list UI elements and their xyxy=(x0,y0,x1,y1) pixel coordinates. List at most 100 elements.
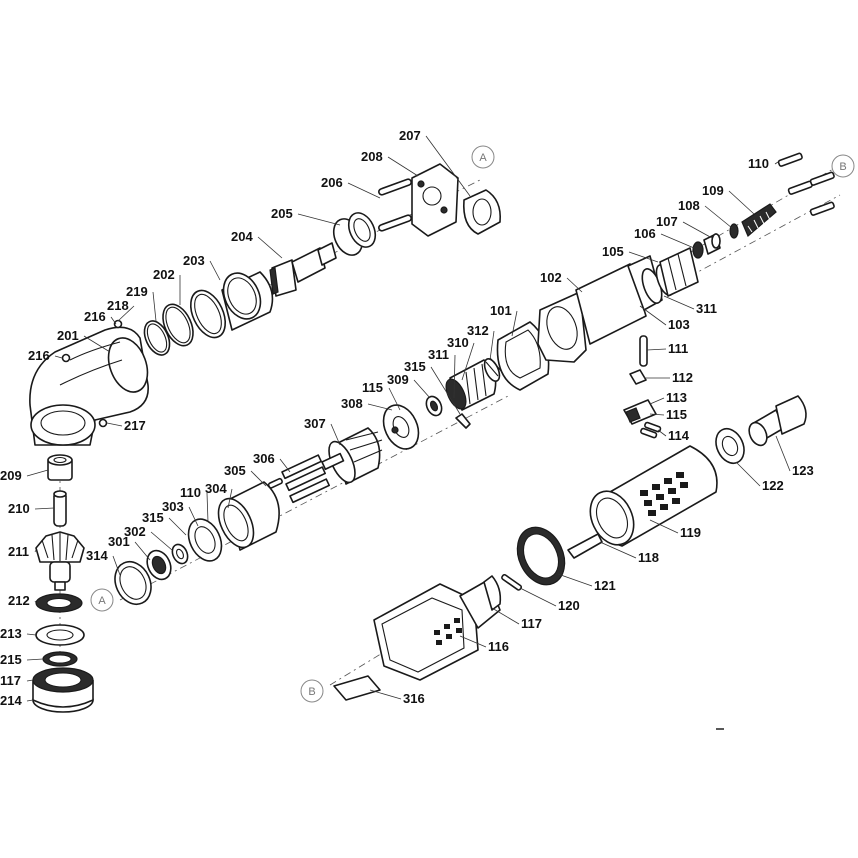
callout-102-40: 102 xyxy=(540,270,583,293)
callout-leader-108 xyxy=(704,205,733,229)
part-116-front-housing xyxy=(373,579,501,681)
callout-label-316: 316 xyxy=(403,691,425,706)
part-121-ring-gear xyxy=(516,526,566,586)
callout-label-111: 111 xyxy=(668,341,688,356)
callout-leader-315 xyxy=(168,517,187,536)
callout-leader-117 xyxy=(26,679,34,682)
part-115-pin xyxy=(640,427,658,439)
callout-label-120: 120 xyxy=(558,598,580,613)
callout-212-11: 212 xyxy=(8,593,37,608)
callout-314-33: 314 xyxy=(86,548,121,576)
callout-208-7: 208 xyxy=(361,149,419,177)
callout-leader-304 xyxy=(227,488,233,509)
part-212-washer xyxy=(35,593,83,613)
callout-label-218: 218 xyxy=(107,298,129,313)
callout-leader-209 xyxy=(26,469,49,477)
callout-leader-206 xyxy=(347,182,381,199)
callout-302-22: 302 xyxy=(124,524,173,551)
callout-leader-114 xyxy=(657,429,667,437)
callout-leader-308 xyxy=(367,403,393,411)
callout-label-215: 215 xyxy=(0,652,22,667)
callout-308-28: 308 xyxy=(341,396,393,411)
callout-label-207: 207 xyxy=(399,128,421,143)
ref-marker-b-bottom: B xyxy=(300,679,324,703)
callout-leader-314 xyxy=(112,555,121,576)
part-203-sleeve xyxy=(189,289,227,339)
callout-206-5: 206 xyxy=(321,175,381,199)
callout-217-18: 217 xyxy=(106,418,146,433)
callout-label-309: 309 xyxy=(387,372,409,387)
callout-leader-201 xyxy=(83,335,111,353)
part-213-washer xyxy=(35,624,85,646)
callout-label-102: 102 xyxy=(540,270,562,285)
callout-label-110: 110 xyxy=(748,156,769,171)
callout-label-208: 208 xyxy=(361,149,383,164)
callout-leader-219 xyxy=(152,291,157,322)
callout-111-49: 111 xyxy=(646,341,688,356)
callout-label-116: 116 xyxy=(488,639,509,654)
part-105-pin xyxy=(659,247,699,297)
callout-label-212: 212 xyxy=(8,593,30,608)
part-210-spindle-pin xyxy=(53,490,67,527)
callout-leader-103 xyxy=(639,305,667,326)
callout-label-107: 107 xyxy=(656,214,678,229)
part-111-pin xyxy=(639,335,648,367)
callout-leader-307 xyxy=(330,423,341,446)
callout-303-23: 303 xyxy=(162,499,199,527)
callout-label-311: 311 xyxy=(428,347,449,362)
part-123-air-inlet xyxy=(748,395,807,447)
svg-text:A: A xyxy=(479,152,487,164)
callout-leader-315 xyxy=(430,366,461,415)
callout-316-38: 316 xyxy=(369,689,425,706)
part-205-bushing xyxy=(332,212,377,256)
callout-leader-102 xyxy=(566,277,583,293)
callout-118-56: 118 xyxy=(599,541,659,565)
part-306-vanes xyxy=(281,454,331,504)
callout-leader-212 xyxy=(34,600,37,604)
callout-205-4: 205 xyxy=(271,206,341,226)
part-303-end-plate xyxy=(187,518,223,562)
callout-label-117: 117 xyxy=(521,616,542,631)
callout-211-10: 211 xyxy=(8,544,37,559)
callout-leader-204 xyxy=(257,236,283,259)
callout-label-211: 211 xyxy=(8,544,29,559)
callout-leader-122 xyxy=(735,461,761,487)
part-314-ring xyxy=(114,561,152,605)
part-211-bevel-gear xyxy=(35,531,85,591)
callout-label-213: 213 xyxy=(0,626,22,641)
callout-label-112: 112 xyxy=(672,370,693,385)
part-109-spring-cone xyxy=(741,203,777,237)
callout-204-3: 204 xyxy=(231,229,283,259)
callout-305-25: 305 xyxy=(224,463,267,487)
part-203-sleeve-body xyxy=(221,271,274,331)
callout-110-37: 110 xyxy=(180,485,209,523)
callout-leader-207 xyxy=(425,135,471,197)
callout-216-16: 216 xyxy=(84,309,117,325)
part-101-gasket xyxy=(496,321,550,391)
part-122-washer xyxy=(715,427,745,465)
callout-203-2: 203 xyxy=(183,253,221,281)
callout-leader-302 xyxy=(150,531,173,551)
callout-leader-216 xyxy=(54,355,63,359)
callout-leader-218 xyxy=(117,305,135,322)
callout-leader-310 xyxy=(461,342,475,381)
callout-leader-109 xyxy=(728,190,755,215)
part-308-end-plate xyxy=(382,404,420,450)
callout-113-51: 113 xyxy=(649,390,687,405)
part-119-handle xyxy=(589,445,718,547)
callout-label-307: 307 xyxy=(304,416,326,431)
callout-label-123: 123 xyxy=(792,463,814,478)
part-108-spring xyxy=(729,223,739,239)
callout-label-315: 315 xyxy=(142,510,164,525)
callout-116-54: 116 xyxy=(459,635,509,654)
callout-label-206: 206 xyxy=(321,175,343,190)
callout-label-310: 310 xyxy=(447,335,469,350)
callout-215-13: 215 xyxy=(0,652,44,667)
callout-label-115: 115 xyxy=(362,380,383,395)
callout-115-52: 115 xyxy=(649,407,687,422)
callout-leader-110 xyxy=(206,492,209,523)
callout-311-31: 311 xyxy=(428,347,456,399)
callout-leader-316 xyxy=(369,689,402,700)
